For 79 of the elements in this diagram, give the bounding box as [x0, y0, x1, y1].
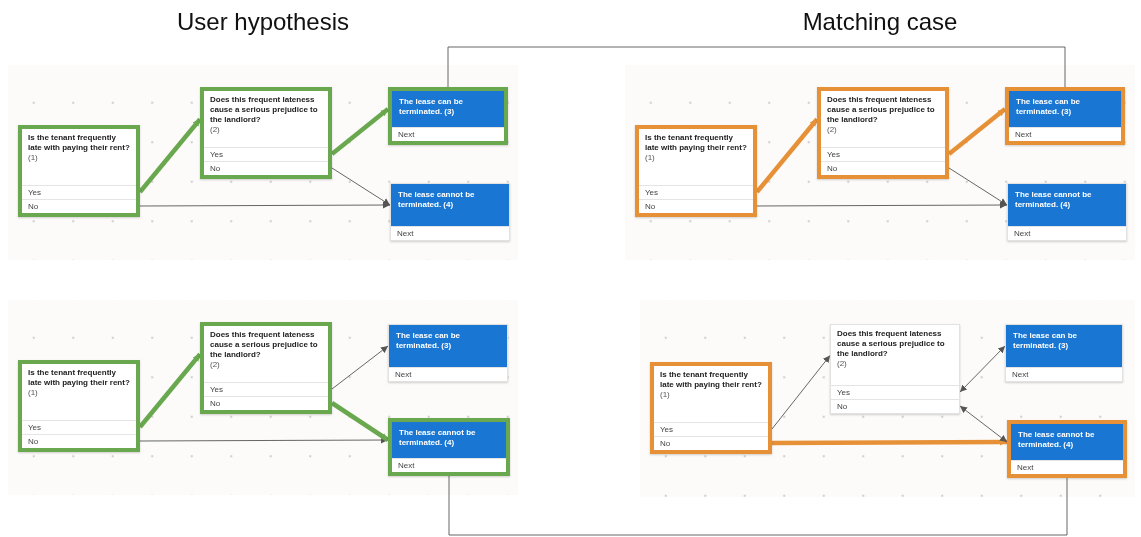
question-card: [635, 125, 757, 217]
result-title: The lease can be terminated. (3): [389, 325, 507, 367]
node-number: (1): [660, 390, 671, 400]
answer-option: No: [22, 199, 136, 213]
next-option: Next: [1011, 460, 1123, 474]
connector-arrow: [755, 117, 819, 194]
node-number: (2): [837, 359, 848, 369]
result-title: The lease can be terminated. (3): [392, 91, 504, 127]
result-card: [388, 418, 510, 476]
answer-option: No: [22, 434, 136, 448]
answer-option: Yes: [204, 382, 328, 396]
connector-arrow: [959, 405, 1008, 443]
next-option: Next: [1008, 226, 1126, 240]
question-text: Does this frequent lateness cause a serious prejudice to the landlord?: [827, 95, 936, 125]
node-number: (1): [28, 388, 39, 398]
node-number: (2): [827, 125, 838, 135]
result-card: [1005, 324, 1123, 382]
answer-option: No: [204, 396, 328, 410]
result-title: The lease cannot be terminated. (4): [392, 422, 506, 458]
result-title: The lease can be terminated. (3): [1006, 325, 1122, 367]
question-text: Does this frequent lateness cause a serious prejudice to the landlord?: [210, 95, 319, 125]
connector-arrow: [330, 401, 390, 442]
node-number: (2): [210, 125, 221, 135]
question-text: Is the tenant frequently late with paying their rent?: [28, 368, 131, 388]
result-title: The lease cannot be terminated. (4): [1011, 424, 1123, 460]
result-title: The lease cannot be terminated. (4): [1008, 184, 1126, 226]
result-card: [1007, 420, 1127, 478]
next-option: Next: [392, 458, 506, 472]
result-card: [388, 87, 508, 145]
question-card: [18, 125, 140, 217]
answer-option: Yes: [639, 185, 753, 199]
canvas-panel: [8, 65, 518, 260]
question-text: Does this frequent lateness cause a serious prejudice to the landlord?: [210, 330, 319, 360]
next-option: Next: [389, 367, 507, 381]
question-card: [830, 324, 960, 414]
connector-arrow: [772, 438, 1007, 446]
answer-option: Yes: [204, 147, 328, 161]
answer-option: No: [204, 161, 328, 175]
answer-option: No: [821, 161, 945, 175]
column-heading: User hypothesis: [175, 8, 351, 36]
answer-option: No: [639, 199, 753, 213]
answer-option: Yes: [22, 185, 136, 199]
answer-option: Yes: [831, 385, 959, 399]
answer-option: Yes: [821, 147, 945, 161]
node-number: (1): [28, 153, 39, 163]
next-option: Next: [391, 226, 509, 240]
connector-arrow: [959, 345, 1006, 393]
next-option: Next: [392, 127, 504, 141]
node-number: (1): [645, 153, 656, 163]
question-text: Does this frequent lateness cause a serious prejudice to the landlord?: [837, 329, 946, 359]
column-heading: Matching case: [801, 8, 959, 36]
answer-option: No: [831, 399, 959, 413]
question-card: [200, 322, 332, 414]
answer-option: Yes: [22, 420, 136, 434]
next-option: Next: [1009, 127, 1121, 141]
question-card: [18, 360, 140, 452]
result-card: [388, 324, 508, 382]
result-card: [1005, 87, 1125, 145]
connector-arrow: [138, 352, 202, 429]
next-option: Next: [1006, 367, 1122, 381]
result-card: [1007, 183, 1127, 241]
canvas-panel: [8, 300, 518, 495]
question-card: [650, 362, 772, 454]
result-title: The lease can be terminated. (3): [1009, 91, 1121, 127]
result-title: The lease cannot be terminated. (4): [391, 184, 509, 226]
canvas-panel: [625, 65, 1135, 260]
question-text: Is the tenant frequently late with paying their rent?: [645, 133, 748, 153]
question-card: [817, 87, 949, 179]
result-card: [390, 183, 510, 241]
node-number: (2): [210, 360, 221, 370]
canvas-panel: [640, 300, 1135, 497]
connector-arrow: [138, 117, 202, 194]
connector-arrow: [330, 107, 390, 156]
connector-arrow: [947, 107, 1007, 156]
question-card: [200, 87, 332, 179]
question-text: Is the tenant frequently late with paying their rent?: [28, 133, 131, 153]
answer-option: No: [654, 436, 768, 450]
question-text: Is the tenant frequently late with paying their rent?: [660, 370, 763, 390]
answer-option: Yes: [654, 422, 768, 436]
